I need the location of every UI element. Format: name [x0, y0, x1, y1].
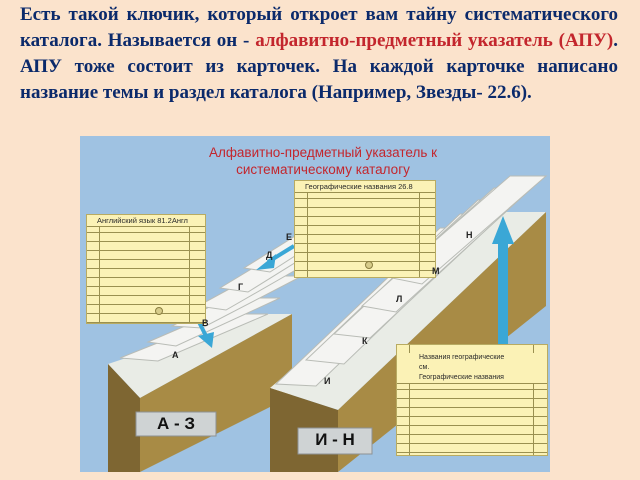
letter-g: Г	[238, 282, 244, 292]
paragraph-text-2: . АПУ тоже состоит из карточек. На каждо…	[20, 30, 618, 103]
letter-v: В	[202, 318, 209, 328]
figure-title: Алфавитно-предметный указатель к система…	[208, 145, 438, 177]
letter-e: Е	[286, 232, 293, 242]
left-drawer-side	[108, 364, 140, 472]
card-hole	[155, 307, 163, 315]
card-geo-reference: Названия географические см. Географическ…	[396, 344, 548, 456]
letter-d: Д	[266, 250, 273, 260]
right-drawer-plate	[297, 427, 373, 455]
card-hole	[365, 261, 373, 269]
left-drawer-top	[108, 314, 292, 398]
left-drawer-label: А - З	[156, 414, 196, 433]
letter-l: Л	[396, 294, 403, 304]
card-english-heading: Английский язык 81.2Англ	[87, 215, 205, 227]
letter-a: А	[172, 350, 179, 360]
paragraph-text-1: Есть такой ключик, который откроет вам т…	[20, 4, 618, 51]
letter-n: Н	[466, 230, 473, 240]
card-geography: Географические названия 26.8	[294, 180, 436, 278]
letter-i: И	[324, 376, 331, 386]
letter-m: М	[432, 266, 440, 276]
right-drawer-front	[338, 212, 546, 472]
arrow-top-card	[256, 244, 296, 270]
card-geography-heading: Географические названия 26.8	[295, 181, 435, 193]
letter-k: К	[362, 336, 368, 346]
apu-highlight: алфавитно-предметный указатель (АПУ)	[255, 30, 614, 51]
right-drawer-label: И - Н	[315, 430, 355, 449]
slide-paragraph: Есть такой ключик, который откроет вам т…	[20, 2, 618, 106]
catalog-illustration: Алфавитно-предметный указатель к система…	[80, 136, 550, 472]
arrow-right-card	[492, 216, 514, 352]
card-english: Английский язык 81.2Англ	[86, 214, 206, 324]
left-drawer-plate	[135, 411, 217, 437]
card-ref-line-3: Географические названия	[397, 373, 547, 384]
